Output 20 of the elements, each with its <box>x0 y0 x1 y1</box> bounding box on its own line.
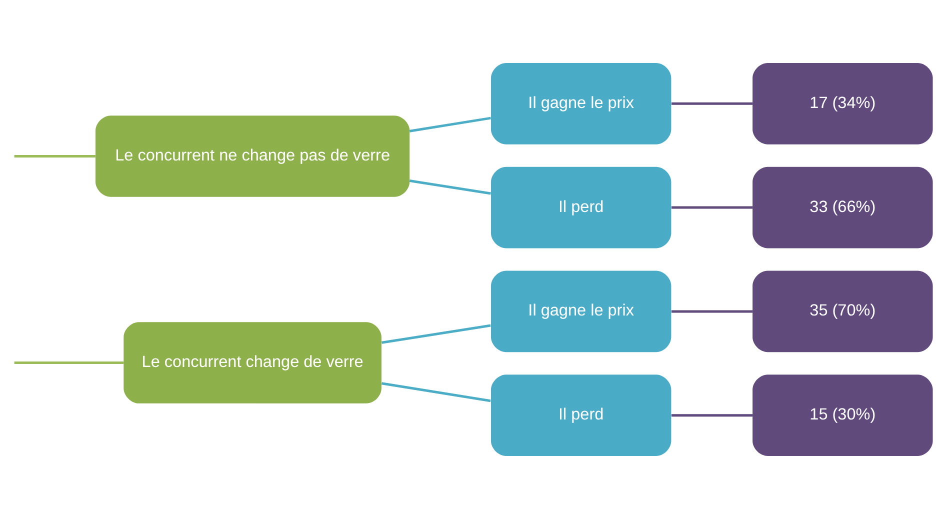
connector <box>672 102 753 104</box>
connector <box>382 324 491 344</box>
node-box: 15 (30%) <box>752 374 933 456</box>
node-box: Il perd <box>490 374 672 456</box>
node-box: 35 (70%) <box>752 270 933 352</box>
node-box: Il gagne le prix <box>490 270 672 352</box>
connector <box>672 206 753 208</box>
connector <box>382 382 491 402</box>
connector <box>409 179 491 194</box>
connector <box>672 414 753 416</box>
node-box: Il gagne le prix <box>490 62 672 144</box>
node-box: Le concurrent change de verre <box>124 322 382 403</box>
node-box: Il perd <box>490 166 672 248</box>
node-box: Le concurrent ne change pas de verre <box>95 115 410 196</box>
connector <box>14 154 96 157</box>
connector <box>14 361 124 364</box>
connector <box>409 116 491 132</box>
connector <box>672 310 753 312</box>
node-box: 33 (66%) <box>752 166 933 248</box>
node-box: 17 (34%) <box>752 62 933 144</box>
